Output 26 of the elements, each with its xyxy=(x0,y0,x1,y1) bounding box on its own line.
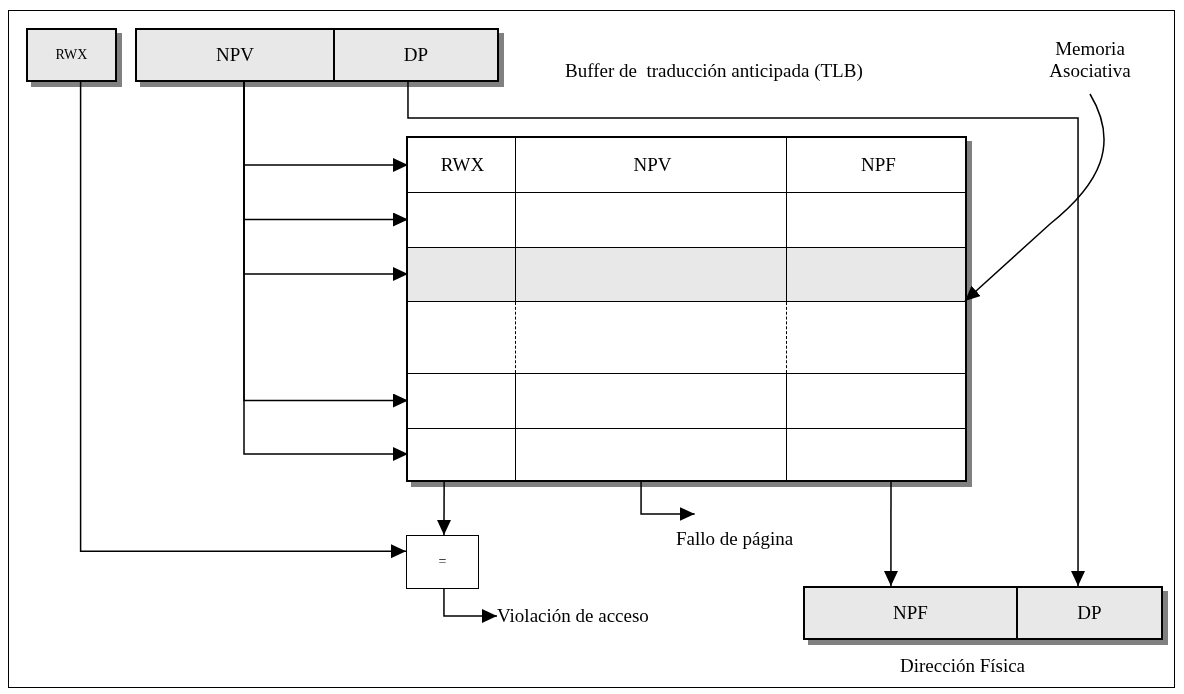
field-label: DP xyxy=(403,44,429,66)
field-label: NPF xyxy=(893,602,928,624)
arrow xyxy=(437,481,451,536)
output-text: Fallo de página xyxy=(676,528,794,550)
arrow xyxy=(640,481,696,521)
arrow xyxy=(883,481,898,587)
leader-arrow xyxy=(964,93,1105,302)
column-header: NPF xyxy=(861,154,896,176)
table-row xyxy=(408,373,965,428)
field-label: DP xyxy=(1077,602,1102,624)
arrow xyxy=(79,81,407,559)
column-header: NPV xyxy=(633,154,672,176)
callout-text: Memoria Asociativa xyxy=(1048,38,1132,82)
field-label: RWX xyxy=(55,46,88,64)
column-header: RWX xyxy=(440,154,485,176)
output-text: Violación de acceso xyxy=(497,605,649,627)
table-row xyxy=(408,301,965,373)
arrow xyxy=(443,588,498,623)
table-row xyxy=(408,428,965,480)
table-title: Buffer de traducción anticipada (TLB) xyxy=(565,60,863,82)
address-caption: Dirección Física xyxy=(900,655,1026,677)
arrow xyxy=(407,81,1086,587)
field-label: NPV xyxy=(216,44,254,66)
table-row xyxy=(408,247,965,301)
operator-symbol: = xyxy=(438,553,447,571)
comparator-box xyxy=(406,535,479,589)
